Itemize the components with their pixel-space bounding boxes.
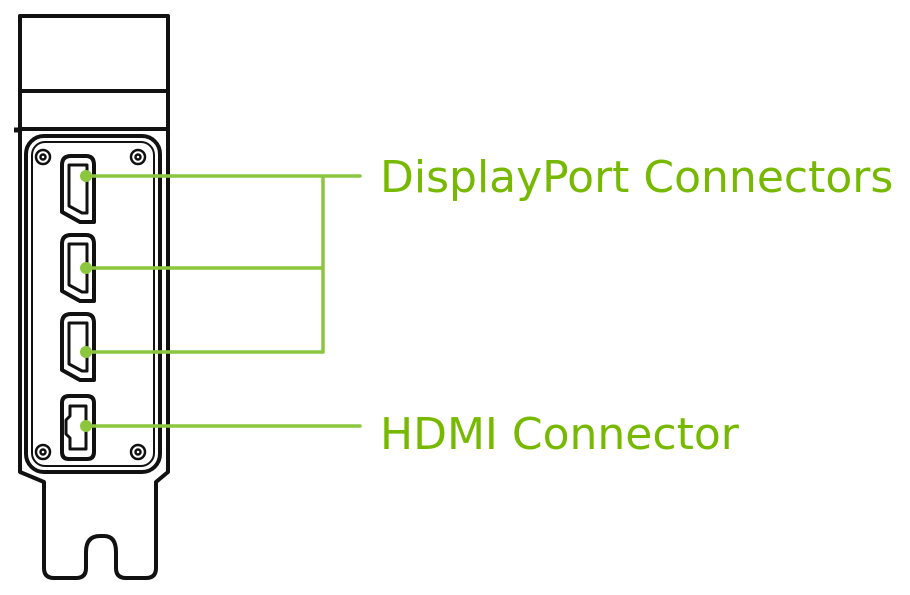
displayport-port-icon [60,154,96,224]
screw-icon [34,148,52,166]
displayport-port-icon [60,312,96,382]
cooler-heatsink [18,89,170,131]
port-plate-inner [31,141,155,467]
displayport-callout-line [84,174,362,354]
hdmi-label: HDMI Connector [380,409,739,460]
callout-dot [80,262,92,274]
bracket-outline [18,130,170,580]
screw-icon [34,443,52,461]
displayport-port-icon [60,233,96,303]
port-plate [24,134,162,474]
screw-icon [129,148,147,166]
callout-dot [80,346,92,358]
callout-dot [80,170,92,182]
screw-icon [129,443,147,461]
callout-dot [80,420,92,432]
cooler-shroud [18,14,170,93]
displayport-label: DisplayPort Connectors [380,152,894,203]
